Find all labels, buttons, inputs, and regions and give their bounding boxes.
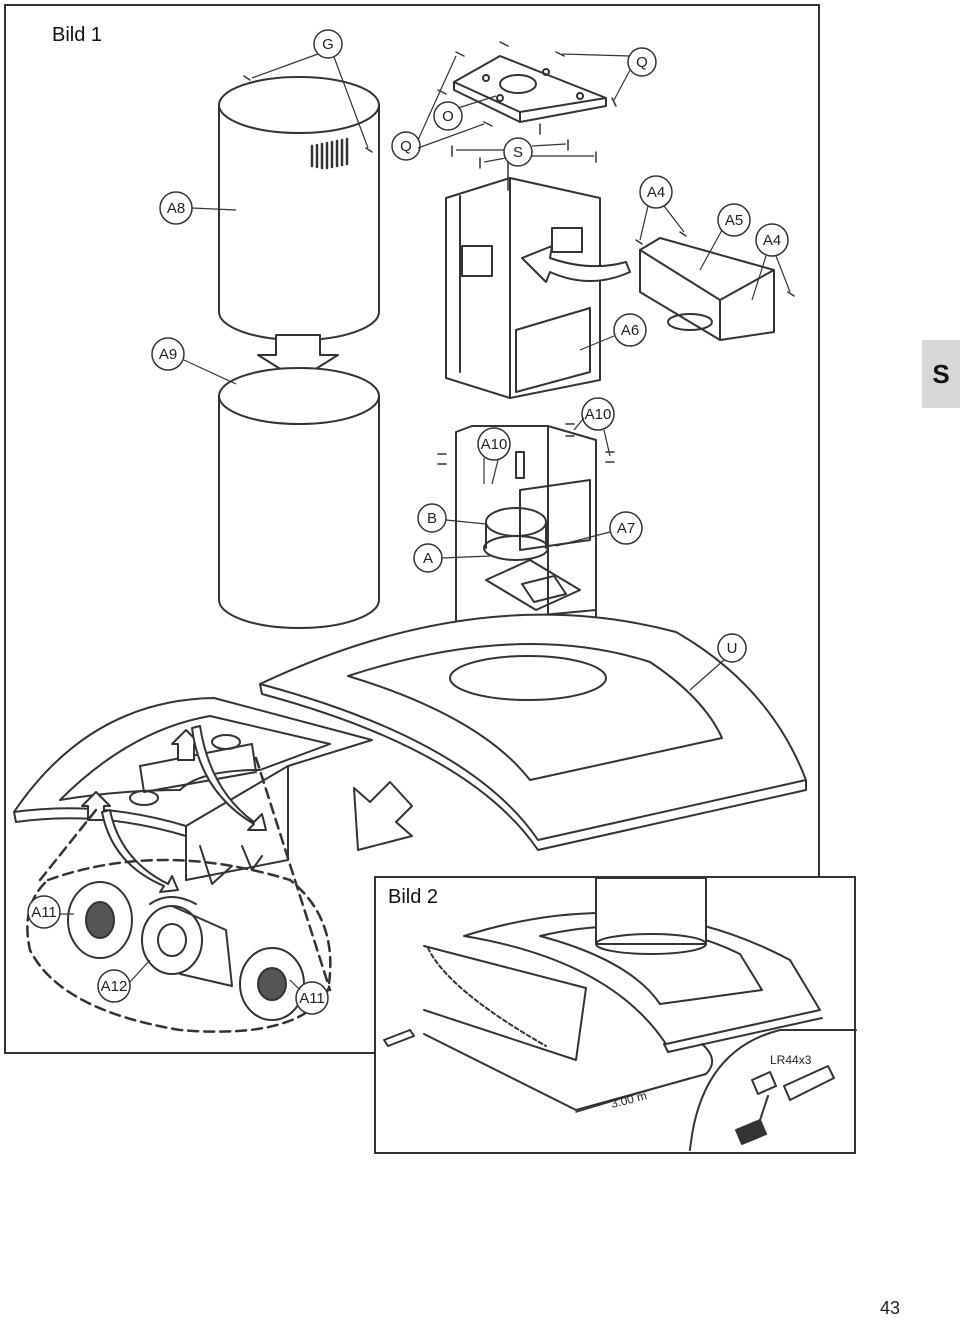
callout-b: B: [417, 503, 447, 533]
insert-arrow: [521, 245, 631, 283]
label-a8: A8: [167, 200, 185, 217]
label-a: A: [423, 550, 433, 567]
upper-frame-a6: [445, 149, 601, 399]
callout-a5: A5: [717, 203, 751, 237]
callout-a: A: [413, 543, 443, 573]
callout-a10-left: A10: [477, 427, 511, 461]
callout-a9: A9: [151, 337, 185, 371]
label-s: S: [513, 144, 523, 161]
screws: [243, 41, 795, 465]
label-a4-right: A4: [763, 232, 781, 249]
callout-a7: A7: [609, 511, 643, 545]
callout-a8: A8: [159, 191, 193, 225]
lower-cylinder-a9: [218, 367, 380, 629]
callout-q-left: Q: [391, 131, 421, 161]
callout-s: S: [503, 137, 533, 167]
distance-label: 3.00 m: [609, 1088, 648, 1110]
detail-zoom: [26, 756, 332, 1033]
figure-2-title: Bild 2: [388, 886, 439, 908]
label-a11-right: A11: [299, 990, 325, 1007]
label-a9: A9: [159, 346, 177, 363]
callout-a11-right: A11: [295, 981, 329, 1015]
hood-canopy-u: [259, 613, 807, 851]
flow-arrows: [81, 725, 413, 893]
lower-hood: [13, 697, 373, 881]
callout-a11-left: A11: [27, 895, 61, 929]
label-g: G: [322, 36, 334, 53]
figure-1-title: Bild 1: [52, 24, 103, 46]
callout-a6: A6: [613, 313, 647, 347]
callout-a10-right: A10: [581, 397, 615, 431]
battery-label: LR44x3: [770, 1053, 812, 1067]
ceiling-bracket: [453, 55, 607, 123]
filter-detail: [67, 845, 305, 1021]
leader-lines: [60, 53, 791, 991]
figure-2-canopy: [383, 877, 857, 1151]
callout-o: O: [433, 101, 463, 131]
label-q-right: Q: [636, 54, 648, 71]
callout-a4-right: A4: [755, 223, 789, 257]
label-a11-left: A11: [31, 904, 57, 921]
callout-u: U: [717, 633, 747, 663]
label-o: O: [442, 108, 454, 125]
label-q-left: Q: [400, 138, 412, 155]
page-number: 43: [880, 1298, 901, 1318]
callout-g: G: [313, 29, 343, 59]
label-a10-left: A10: [481, 436, 508, 453]
upper-cylinder-a8: [218, 76, 380, 341]
label-a10-right: A10: [585, 406, 612, 423]
label-u: U: [727, 640, 738, 657]
language-tab: S: [922, 340, 960, 408]
callout-a4-left: A4: [639, 175, 673, 209]
label-a6: A6: [621, 322, 639, 339]
label-a5: A5: [725, 212, 743, 229]
label-a7: A7: [617, 520, 635, 537]
label-a4-left: A4: [647, 184, 665, 201]
callout-a12: A12: [97, 969, 131, 1003]
down-arrow: [257, 334, 339, 381]
label-b: B: [427, 510, 437, 527]
callout-q-right: Q: [627, 47, 657, 77]
label-a12: A12: [101, 978, 128, 995]
air-guide-a5: [639, 237, 775, 341]
